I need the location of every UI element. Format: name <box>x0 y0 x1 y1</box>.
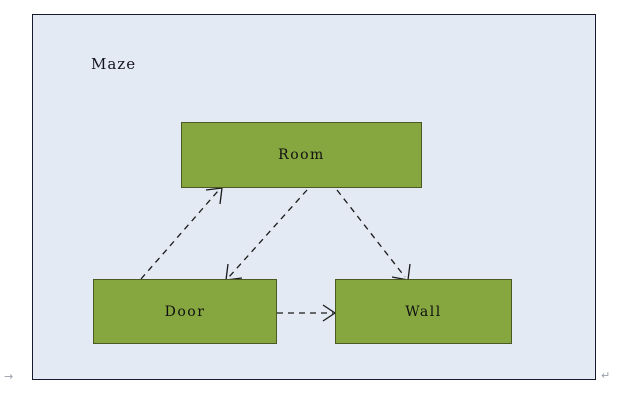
package-label: Maze <box>91 55 137 73</box>
paragraph-return-icon: ↵ <box>601 369 611 382</box>
class-node-room[interactable]: Room <box>181 122 422 188</box>
class-node-door[interactable]: Door <box>93 279 277 344</box>
class-name-wall: Wall <box>405 303 442 320</box>
class-name-door: Door <box>164 303 206 320</box>
class-node-wall[interactable]: Wall <box>335 279 512 344</box>
class-name-room: Room <box>278 147 325 163</box>
tab-mark-icon: → <box>4 370 14 383</box>
